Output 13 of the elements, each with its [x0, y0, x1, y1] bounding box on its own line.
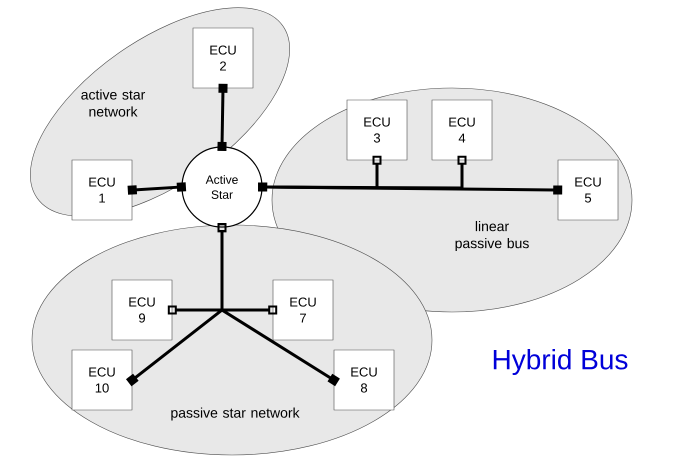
bus-line [217, 84, 228, 151]
diagram-label: Hybrid Bus [494, 348, 628, 376]
ecu-box: ECU 4 [432, 100, 492, 160]
ecu-box: ECU 2 [192, 28, 254, 88]
ecu-box: ECU 1 [72, 160, 132, 220]
bus-line [258, 182, 562, 195]
ecu-box: ECU 8 [334, 350, 394, 410]
ecu-box: ECU 9 [112, 280, 172, 340]
bus-line [128, 182, 186, 195]
ecu-box: ECU 5 [558, 160, 618, 220]
ecu-box: ECU 10 [72, 350, 132, 410]
ecu-box: ECU 3 [346, 100, 408, 160]
ecu-box: ECU 7 [272, 280, 334, 340]
